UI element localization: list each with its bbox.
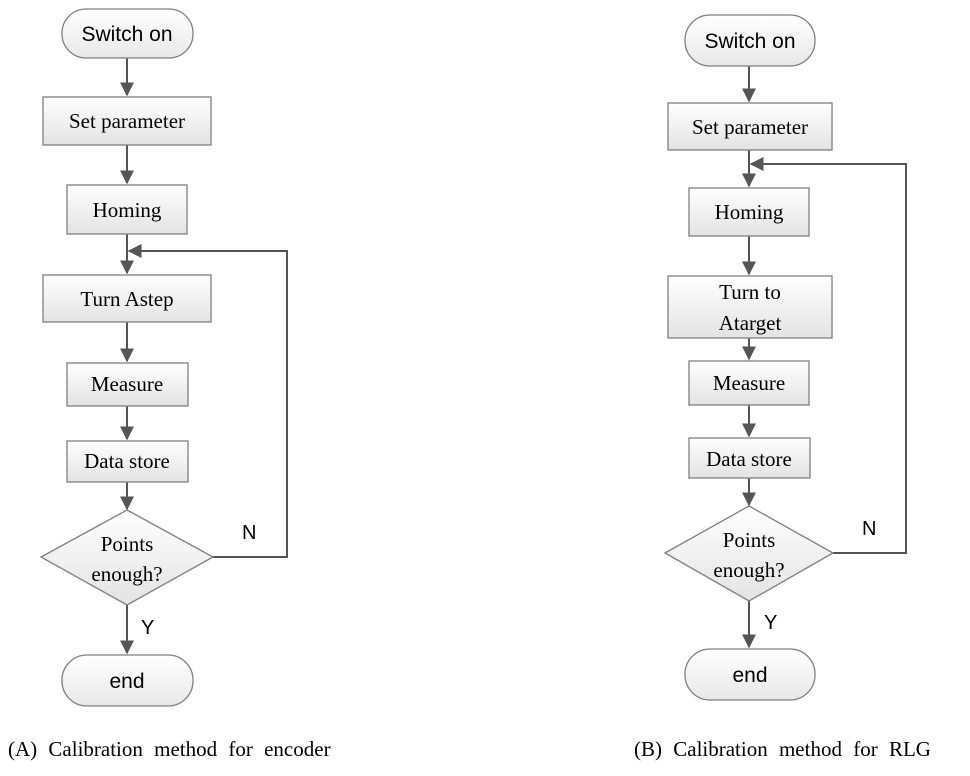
a-data-store-label: Data store [84, 449, 170, 473]
b-turn-box: Turn to Atarget [667, 275, 833, 339]
b-end-label: end [732, 664, 767, 687]
b-no-label: N [862, 518, 876, 540]
b-start-label: Switch on [704, 30, 795, 53]
a-decision-diamond: Points enough? [39, 509, 215, 606]
edge-a-loop-back [127, 244, 288, 558]
diagram-a: Switch on Set parameter Homing Turn Aste… [39, 8, 288, 707]
a-end-label: end [109, 670, 144, 693]
edge-b-loop-back [749, 157, 907, 554]
a-turn-box: Turn Astep [42, 274, 212, 323]
a-end-node: end [61, 654, 194, 707]
a-no-label: N [242, 522, 256, 544]
a-yes-label: Y [141, 617, 154, 639]
a-homing-box: Homing [66, 184, 188, 235]
a-measure-box: Measure [66, 362, 189, 407]
b-decision-diamond: Points enough? [663, 505, 835, 602]
caption-b: (B) Calibration method for RLG [634, 737, 931, 761]
b-decision-label-line2: enough? [713, 558, 784, 582]
b-data-store-box: Data store [688, 437, 811, 479]
a-set-parameter-box: Set parameter [42, 96, 212, 146]
diagram-b: Switch on Set parameter Homing Turn to A… [663, 14, 907, 701]
b-turn-label-line2: Atarget [719, 311, 782, 335]
b-yes-label: Y [764, 612, 777, 634]
b-start-node: Switch on [684, 14, 816, 67]
a-homing-label: Homing [93, 198, 162, 222]
b-measure-label: Measure [713, 371, 785, 395]
b-decision-label-line1: Points [723, 528, 776, 552]
b-set-parameter-box: Set parameter [667, 102, 833, 151]
a-decision-label-line1: Points [101, 532, 154, 556]
b-homing-label: Homing [715, 200, 784, 224]
a-start-label: Switch on [81, 23, 172, 46]
a-measure-label: Measure [91, 372, 163, 396]
a-data-store-box: Data store [66, 440, 189, 483]
b-homing-box: Homing [688, 187, 810, 237]
b-data-store-label: Data store [706, 447, 792, 471]
a-decision-label-line2: enough? [91, 562, 162, 586]
caption-a: (A) Calibration method for encoder [8, 737, 331, 761]
b-set-parameter-label: Set parameter [692, 115, 808, 139]
a-turn-label: Turn Astep [80, 287, 173, 311]
b-turn-label-line1: Turn to [719, 280, 781, 304]
a-set-parameter-label: Set parameter [69, 109, 185, 133]
a-start-node: Switch on [61, 8, 194, 59]
b-measure-box: Measure [688, 360, 810, 406]
b-end-node: end [684, 648, 816, 701]
